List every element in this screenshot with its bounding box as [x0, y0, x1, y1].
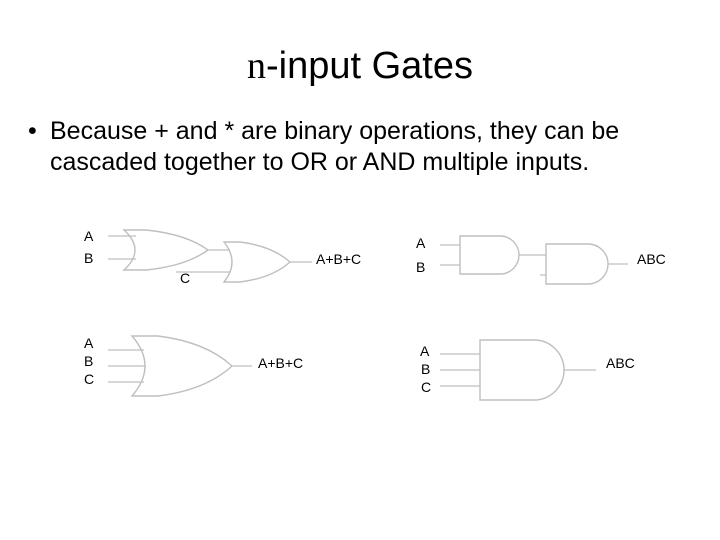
or-cascade-diagram: A B C A+B+C: [84, 228, 361, 286]
or-cascade-label-c: C: [180, 270, 190, 286]
or-3input-label-c: C: [84, 371, 94, 387]
or-cascade-label-a: A: [84, 228, 94, 244]
or-3input-diagram: A B C A+B+C: [84, 335, 303, 397]
or-3input-label-a: A: [84, 335, 94, 351]
or-gate-2: [222, 241, 292, 283]
and-3input-label-c: C: [421, 379, 431, 395]
and-cascade-output-label: ABC: [637, 251, 666, 267]
slide-title: n-input Gates: [0, 44, 720, 88]
and-3input-label-a: A: [420, 343, 430, 359]
and-3input-output-label: ABC: [606, 355, 635, 371]
and-gate-2: [545, 243, 609, 285]
or-gate-1: [122, 229, 210, 271]
and-gate-3input: [479, 339, 565, 401]
and-3input-diagram: A B C ABC: [420, 339, 635, 401]
bullet-text: Because + and * are binary operations, t…: [50, 117, 620, 176]
bullet-point: • Because + and * are binary operations,…: [28, 116, 708, 178]
and-gate-1: [459, 235, 520, 275]
or-cascade-label-b: B: [84, 250, 93, 266]
and-cascade-label-b: B: [416, 259, 425, 275]
and-cascade-label-a: A: [416, 235, 426, 251]
title-rest: -input Gates: [266, 45, 473, 87]
and-3input-label-b: B: [421, 361, 430, 377]
and-cascade-diagram: A B ABC: [416, 235, 666, 285]
or-cascade-output-label: A+B+C: [316, 251, 361, 267]
or-3input-output-label: A+B+C: [258, 355, 303, 371]
bullet-symbol: •: [28, 117, 37, 145]
or-3input-label-b: B: [84, 353, 93, 369]
or-gate-3input: [130, 335, 234, 397]
title-n: n: [247, 45, 266, 87]
